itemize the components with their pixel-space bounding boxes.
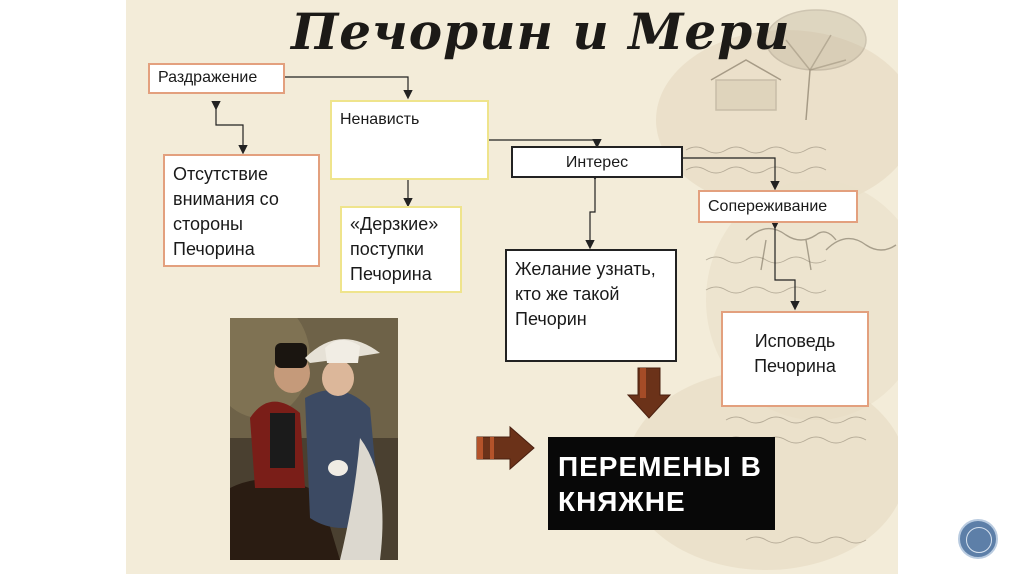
- slide-nav-button[interactable]: [958, 519, 998, 559]
- box-lack-attention: Отсутствие внимания со стороны Печорина: [163, 154, 320, 267]
- box-desire: Желание узнать, кто же такой Печорин: [505, 249, 677, 362]
- box-confession: Исповедь Печорина: [721, 311, 869, 407]
- photo-pechorin-and-mary: [230, 318, 398, 560]
- slide-title: Печорин и Мери: [291, 2, 791, 61]
- box-empathy: Сопереживание: [698, 190, 858, 223]
- box-interest: Интерес: [511, 146, 683, 178]
- box-bold-actions: «Дерзкие» поступки Печорина: [340, 206, 462, 293]
- result-box-changes-in-princess: ПЕРЕМЕНЫ В КНЯЖНЕ: [548, 437, 775, 530]
- box-irritation: Раздражение: [148, 63, 285, 94]
- box-hatred: Ненависть: [330, 100, 489, 180]
